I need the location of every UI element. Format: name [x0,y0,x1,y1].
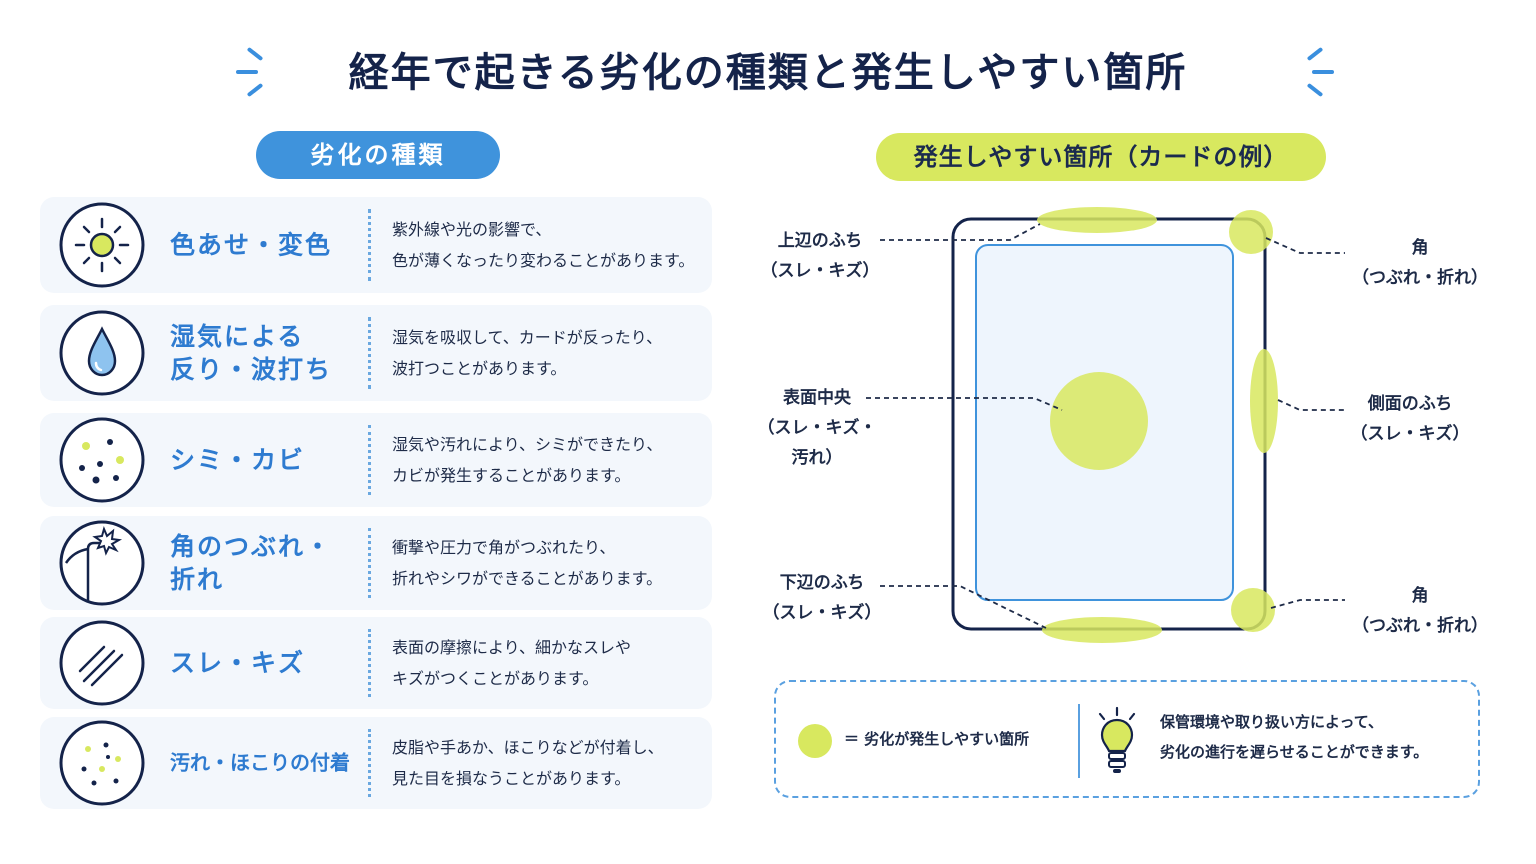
spot-bottom-corner [1231,588,1275,632]
type-row-scratch: スレ・キズ 表面の摩擦により、細かなスレや キズがつくことがあります。 [40,617,712,709]
label-bottom-corner: 角 （つぶれ・折れ） [1352,586,1488,636]
sun-icon [59,202,145,288]
label-side-edge: 側面のふち （スレ・キズ） [1350,394,1470,444]
legend-note: 保管環境や取り扱い方によって、 劣化の進行を遅らせることができます。 [1160,713,1429,761]
page-title: 経年で起きる劣化の種類と発生しやすい箇所 [348,50,1188,96]
spot-top-corner [1229,210,1273,254]
type-row-bent-corner: 角のつぶれ・ 折れ 衝撃や圧力で角がつぶれたり、 折れやシワができることがありま… [40,516,712,610]
type-description: 表面の摩擦により、細かなスレや キズがつくことがあります。 [392,638,632,688]
title-sparkle-right-icon [1300,46,1340,100]
spot-top-edge [1037,207,1157,233]
water-drop-icon [59,310,145,396]
legend-divider [1078,704,1080,778]
places-heading: 発生しやすい箇所（カードの例） [876,133,1326,181]
types-heading: 劣化の種類 [256,131,500,179]
type-description: 紫外線や光の影響で、 色が薄くなったり変わることがあります。 [392,220,695,270]
leader-top-edge [880,223,1041,241]
type-description: 湿気を吸収して、カードが反ったり、 波打つことがあります。 [392,328,663,378]
label-center: 表面中央 （スレ・キズ・ 汚れ） [757,388,877,468]
dust-dots-icon [59,720,145,806]
type-description: 湿気や汚れにより、シミができたり、 カビが発生することがあります。 [392,435,663,485]
type-row-fading: 色あせ・変色 紫外線や光の影響で、 色が薄くなったり変わることがあります。 [40,197,712,293]
type-name: 色あせ・変色 [170,230,333,260]
row-divider [368,629,371,697]
leader-side-edge [1277,399,1345,411]
scratch-lines-icon [59,620,145,706]
row-divider [368,209,371,281]
spot-bottom-edge [1042,617,1162,643]
lightbulb-icon [1098,706,1136,773]
row-divider [368,528,371,598]
type-name: シミ・カビ [170,445,306,475]
legend-box: ＝ 劣化が発生しやすい箇所 保管環境や取り扱い方によって、 劣化の進行を遅らせる… [774,680,1480,798]
leader-center [866,397,1063,411]
type-row-stain-mold: シミ・カビ 湿気や汚れにより、シミができたり、 カビが発生することがあります。 [40,413,712,507]
label-top-corner: 角 （つぶれ・折れ） [1352,238,1488,288]
type-name: 湿気による 反り・波打ち [170,322,333,384]
leader-bottom-corner [1270,599,1345,609]
type-description: 皮脂や手あか、ほこりなどが付着し、 見た目を損なうことがあります。 [392,738,664,788]
type-description: 衝撃や圧力で角がつぶれたり、 折れやシワができることがあります。 [392,538,663,588]
row-divider [368,317,371,389]
type-row-warping: 湿気による 反り・波打ち 湿気を吸収して、カードが反ったり、 波打つことがありま… [40,305,712,401]
spot-center [1050,372,1148,470]
type-name: スレ・キズ [170,648,306,678]
type-name: 汚れ・ほこりの付着 [170,750,350,775]
label-top-edge: 上辺のふち （スレ・キズ） [760,231,880,281]
type-name: 角のつぶれ・ 折れ [170,532,333,594]
title-sparkle-left-icon [232,46,272,100]
spot-side-edge [1250,349,1278,453]
legend-spot-swatch [798,724,832,758]
bent-corner-icon [59,520,145,606]
legend-key-text: ＝ 劣化が発生しやすい箇所 [844,730,1030,748]
label-bottom-edge: 下辺のふち （スレ・キズ） [762,573,882,623]
leader-top-corner [1265,237,1345,254]
row-divider [368,729,371,797]
stain-dots-icon [59,417,145,503]
type-row-dirt-dust: 汚れ・ほこりの付着 皮脂や手あか、ほこりなどが付着し、 見た目を損なうことがあり… [40,717,712,809]
row-divider [368,425,371,495]
